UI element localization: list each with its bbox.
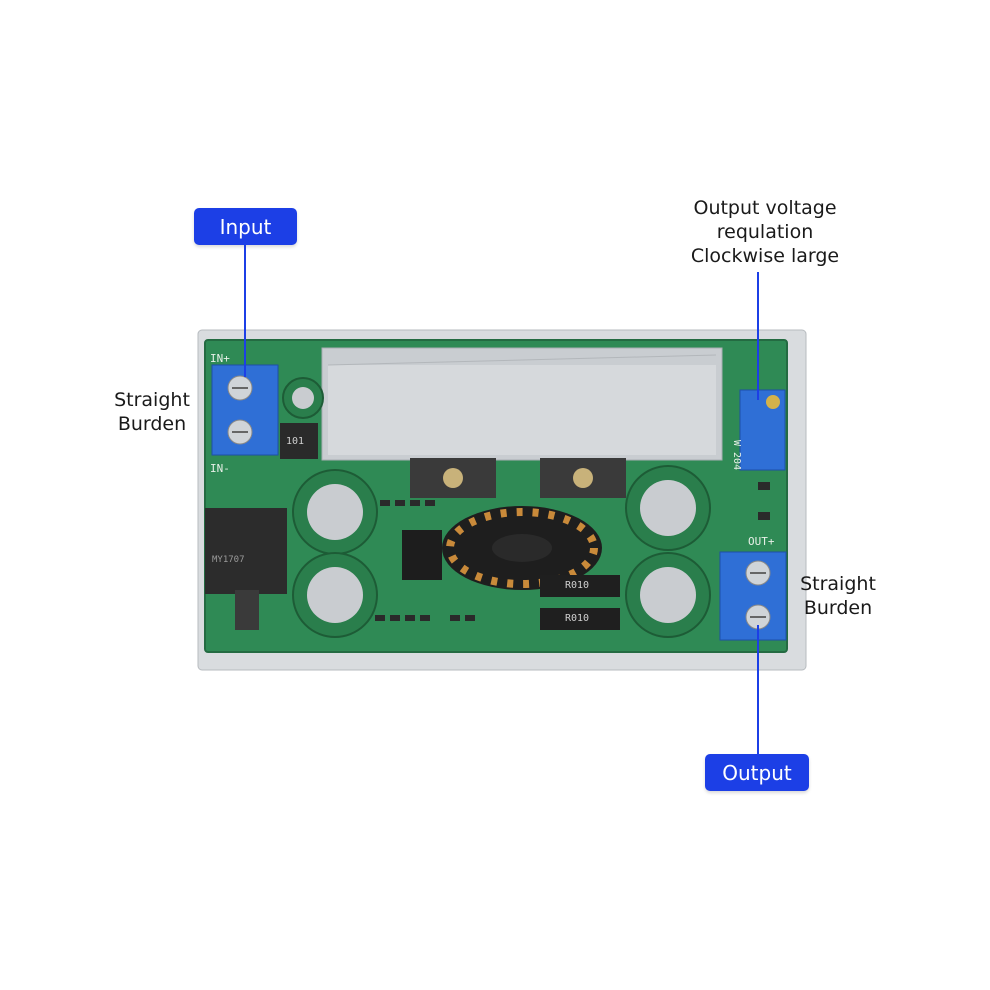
toroid-inductor — [442, 506, 602, 590]
input-pointer-line — [244, 245, 246, 377]
heatsink — [321, 347, 723, 461]
output-label: Output — [705, 754, 809, 791]
input-terminal-block — [211, 364, 279, 456]
adjust-pointer-line — [757, 272, 759, 400]
output-terminal-block — [719, 551, 787, 641]
control-ic — [402, 530, 442, 580]
right-terminal-caption: Straight Burden — [786, 572, 890, 620]
silk-ic-text: MY1707 — [212, 555, 245, 565]
right-terminal-caption-line1: Straight — [800, 573, 876, 595]
silk-pot-value: W 204 — [731, 440, 742, 471]
regulator-ic — [205, 508, 287, 594]
left-terminal-caption-line1: Straight — [114, 389, 190, 411]
input-label: Input — [194, 208, 297, 245]
sense-resistor-1 — [540, 575, 620, 597]
silk-in-minus: IN- — [210, 462, 230, 475]
silk-inductor-code: 101 — [286, 436, 305, 447]
output-pointer-line — [757, 625, 759, 754]
adjust-caption: Output voltage requlation Clockwise larg… — [670, 196, 860, 268]
adjust-caption-line3: Clockwise large — [690, 245, 840, 267]
silk-resistor-1: R010 — [565, 580, 590, 591]
adjust-caption-line2: requlation — [716, 221, 814, 243]
silk-in-plus: IN+ — [210, 352, 230, 365]
right-terminal-caption-line2: Burden — [803, 597, 873, 619]
potentiometer — [739, 389, 786, 471]
adjust-caption-line1: Output voltage — [693, 197, 837, 219]
silk-resistor-2: R010 — [565, 613, 590, 624]
small-inductor — [280, 423, 318, 459]
left-terminal-caption: Straight Burden — [100, 388, 204, 436]
left-terminal-caption-line2: Burden — [117, 413, 187, 435]
silk-out-plus: OUT+ — [748, 535, 775, 548]
sense-resistor-2 — [540, 608, 620, 630]
